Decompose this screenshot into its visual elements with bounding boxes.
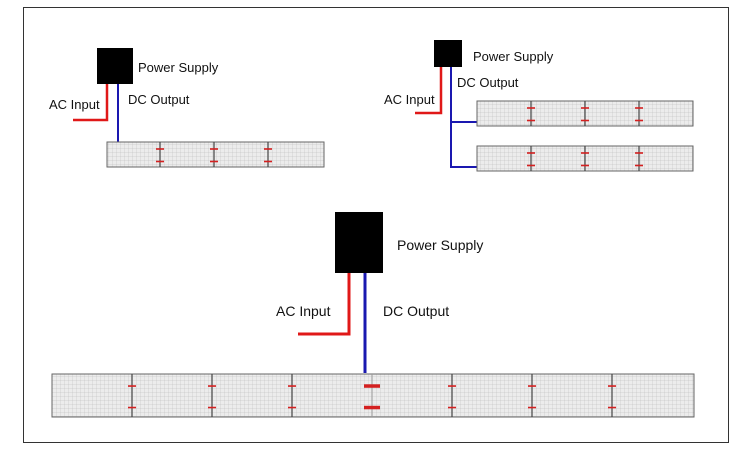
ac-input-label: AC Input <box>384 92 435 107</box>
diagram-single-strip <box>73 48 325 168</box>
led-strip-long <box>51 373 695 418</box>
ac-input-wire <box>73 84 109 122</box>
power-supply-box <box>97 48 133 84</box>
dc-output-label: DC Output <box>383 303 450 319</box>
diagram-parallel-strips <box>415 40 694 172</box>
ac-input-wire <box>298 273 351 336</box>
diagram-center-feed <box>51 212 695 418</box>
diagram-frame <box>23 7 729 443</box>
power-supply-label: Power Supply <box>473 49 554 64</box>
ac-input-label: AC Input <box>49 97 100 112</box>
led-strip-bottom <box>476 145 694 172</box>
strip-body <box>51 373 695 418</box>
power-supply-label: Power Supply <box>397 237 484 253</box>
led-strip-top <box>476 100 694 127</box>
ac-input-wire <box>415 67 443 115</box>
dc-output-label: DC Output <box>457 75 519 90</box>
power-supply-box <box>335 212 383 273</box>
power-supply-label: Power Supply <box>138 60 219 75</box>
strip-body <box>106 141 325 168</box>
dc-output-label: DC Output <box>128 92 190 107</box>
dc-output-wire <box>450 67 477 168</box>
led-strip <box>106 141 325 168</box>
power-supply-box <box>434 40 462 67</box>
ac-input-label: AC Input <box>276 303 331 319</box>
